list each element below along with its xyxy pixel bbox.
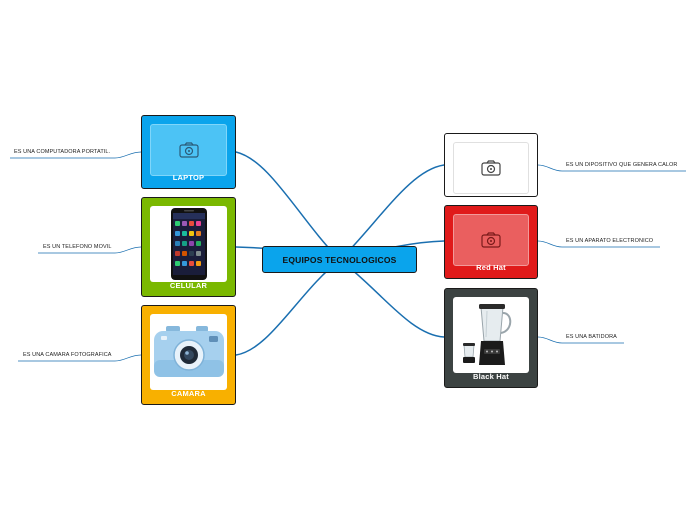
camara-description: ES UNA CAMARA FOTOGRAFICA (23, 352, 112, 358)
kids-camera-image (153, 326, 224, 377)
laptop-node[interactable]: LAPTOP (141, 115, 236, 189)
white-node-description: ES UN DIPOSITIVO QUE GENERA CALOR (566, 162, 678, 168)
link-camara-desc (18, 354, 142, 362)
link-center-laptop (235, 151, 341, 261)
link-white-desc (537, 164, 686, 172)
blackhat-label: Black Hat (473, 372, 509, 381)
camara-image (150, 314, 227, 390)
camara-label: CAMARA (171, 389, 206, 398)
celular-node[interactable]: CELULAR (141, 197, 236, 297)
camera-placeholder-icon (481, 232, 501, 248)
link-center-camara (235, 259, 341, 356)
blackhat-description: ES UNA BATIDORA (566, 334, 617, 340)
central-topic[interactable]: EQUIPOS TECNOLOGICOS (262, 246, 417, 273)
redhat-node[interactable]: Red Hat (444, 205, 538, 279)
link-blackhat-desc (537, 336, 624, 344)
camera-placeholder-icon (481, 160, 501, 176)
blender-image (463, 304, 512, 365)
celular-description: ES UN TELEFONO MOVIL (43, 244, 112, 250)
laptop-label: LAPTOP (172, 173, 205, 182)
redhat-label: Red Hat (476, 263, 506, 272)
camera-placeholder-icon (178, 142, 199, 158)
laptop-description: ES UNA COMPUTADORA PORTATIL. (14, 149, 111, 155)
smartphone-image (170, 208, 207, 280)
redhat-description: ES UN APARATO ELECTRONICO (566, 238, 654, 244)
camara-node[interactable]: CAMARA (141, 305, 236, 405)
celular-image (150, 206, 227, 282)
laptop-image-placeholder (150, 124, 227, 176)
link-redhat-desc (537, 240, 660, 248)
white-node-image-placeholder (453, 142, 529, 194)
blackhat-node[interactable]: Black Hat (444, 288, 538, 388)
link-center-white (339, 164, 445, 261)
redhat-image-placeholder (453, 214, 529, 266)
central-topic-label: EQUIPOS TECNOLOGICOS (282, 254, 397, 265)
celular-label: CELULAR (169, 281, 208, 290)
link-celular-desc (38, 246, 142, 254)
white-node[interactable] (444, 133, 538, 197)
link-laptop-desc (10, 151, 142, 159)
blackhat-image (453, 297, 529, 373)
